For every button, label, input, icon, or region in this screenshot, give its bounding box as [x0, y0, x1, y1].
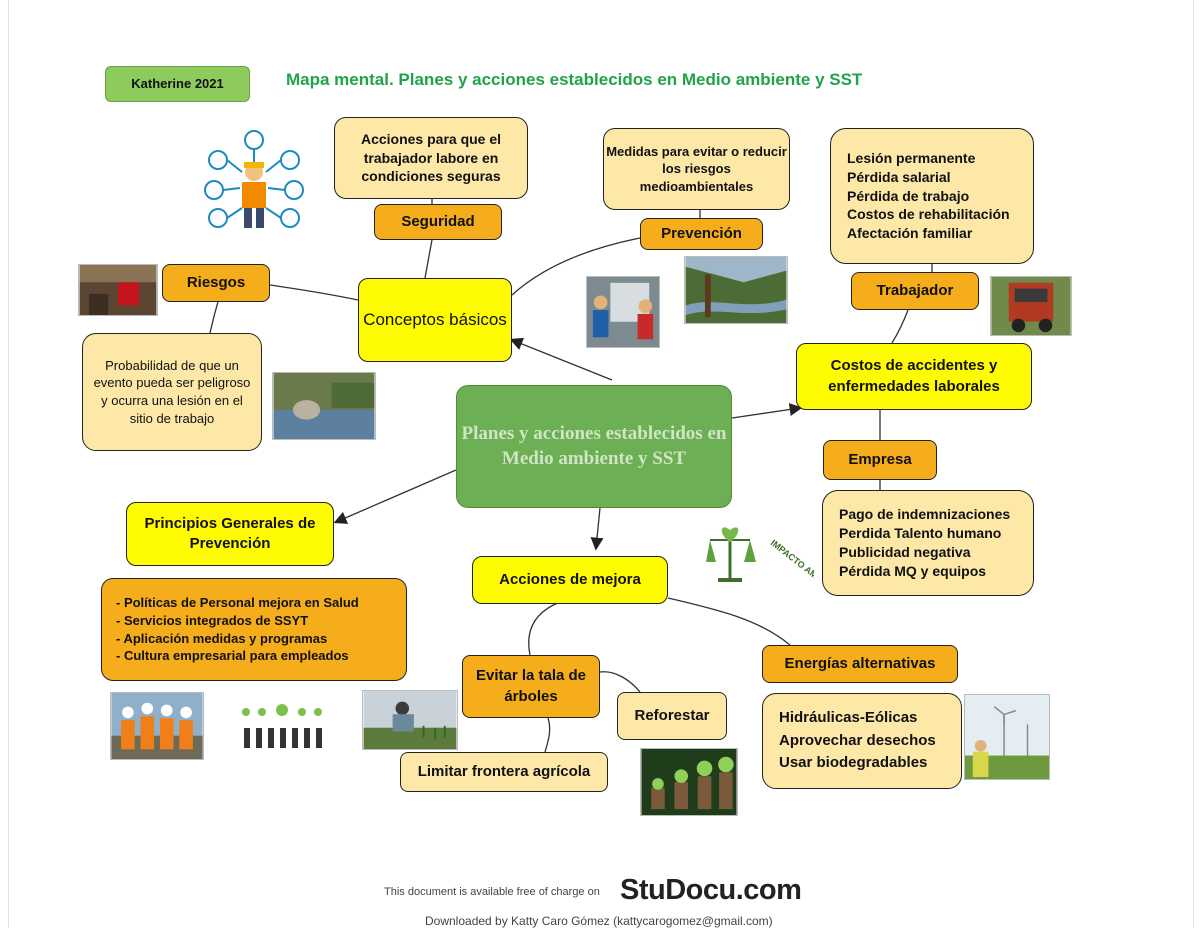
- principios-list: - Políticas de Personal mejora en Salud-…: [116, 594, 359, 664]
- planting-trees-photo: [362, 690, 458, 750]
- empresa-item: Publicidad negativa: [839, 544, 971, 560]
- footer-available-text: This document is available free of charg…: [384, 886, 600, 898]
- empresa-item: Pérdida MQ y equipos: [839, 562, 987, 579]
- energias-item: Usar biodegradables: [779, 754, 928, 772]
- reforestar-node: Reforestar: [617, 692, 727, 740]
- water-pollution-photo: [272, 372, 376, 440]
- prevencion-node: Prevención: [640, 218, 763, 250]
- river-valley-photo: [684, 256, 788, 324]
- conceptos-node: Conceptos básicos: [358, 278, 512, 362]
- prevencion-desc: Medidas para evitar o reducir los riesgo…: [603, 128, 790, 210]
- trabajador-item: Afectación familiar: [847, 225, 973, 242]
- workers-inspection-photo: [586, 276, 660, 348]
- principios-item: - Cultura empresarial para empleados: [116, 648, 349, 664]
- trabajador-item: Pérdida de trabajo: [847, 187, 970, 204]
- worker-safety-icon: [204, 130, 304, 228]
- empresa-item: Perdida Talento humano: [839, 525, 1002, 542]
- energias-item: Hidráulicas-Eólicas: [779, 709, 918, 727]
- acciones-node: Acciones de mejora: [472, 556, 668, 604]
- worker-truck-photo: [990, 276, 1072, 336]
- workers-group-photo: [110, 692, 204, 760]
- principios-node: Principios Generales de Prevención: [126, 502, 334, 566]
- limitar-node: Limitar frontera agrícola: [400, 752, 608, 792]
- page-frame: [8, 0, 1194, 928]
- environmental-impact-image: IMPACTO AMBIENTAL: [706, 527, 814, 588]
- seedlings-photo: [640, 748, 738, 816]
- principios-item: - Aplicación medidas y programas: [116, 630, 328, 646]
- principios-desc: - Políticas de Personal mejora en Salud-…: [101, 578, 407, 681]
- energias-item: Aprovechar desechos: [779, 731, 936, 749]
- costos-node: Costos de accidentes y enfermedades labo…: [796, 343, 1032, 410]
- seguridad-node: Seguridad: [374, 204, 502, 240]
- author-tag: Katherine 2021: [105, 66, 250, 102]
- trabajador-node: Trabajador: [851, 272, 979, 310]
- riesgos-desc: Probabilidad de que un evento pueda ser …: [82, 333, 262, 451]
- riesgos-node: Riesgos: [162, 264, 270, 302]
- people-network-icon: [242, 704, 322, 748]
- impacto-label: IMPACTO AMBIENTAL: [769, 538, 814, 588]
- energias-node: Energías alternativas: [762, 645, 958, 683]
- trabajador-item: Costos de rehabilitación: [847, 206, 1010, 223]
- principios-item: - Políticas de Personal mejora en Salud: [116, 595, 359, 611]
- empresa-item: Pago de indemnizaciones: [839, 506, 1011, 523]
- seguridad-desc: Acciones para que el trabajador labore e…: [334, 117, 528, 199]
- trabajador-item: Pérdida salarial: [847, 168, 951, 185]
- empresa-node: Empresa: [823, 440, 937, 480]
- trabajador-item: Lesión permanente: [847, 149, 976, 166]
- studocu-logo[interactable]: StuDocu.com: [620, 874, 802, 906]
- page-title: Mapa mental. Planes y acciones estableci…: [286, 70, 863, 89]
- principios-item: - Servicios integrados de SSYT: [116, 612, 309, 628]
- central-node: Planes y acciones establecidos en Medio …: [456, 385, 732, 508]
- risk-photo: [78, 264, 158, 316]
- evitar-tala-node: Evitar la tala de árboles: [462, 655, 600, 718]
- footer-downloaded-text: Downloaded by Katty Caro Gómez (kattycar…: [425, 914, 773, 928]
- central-label: Planes y acciones establecidos en Medio …: [461, 422, 727, 469]
- wind-turbines-photo: [964, 694, 1050, 780]
